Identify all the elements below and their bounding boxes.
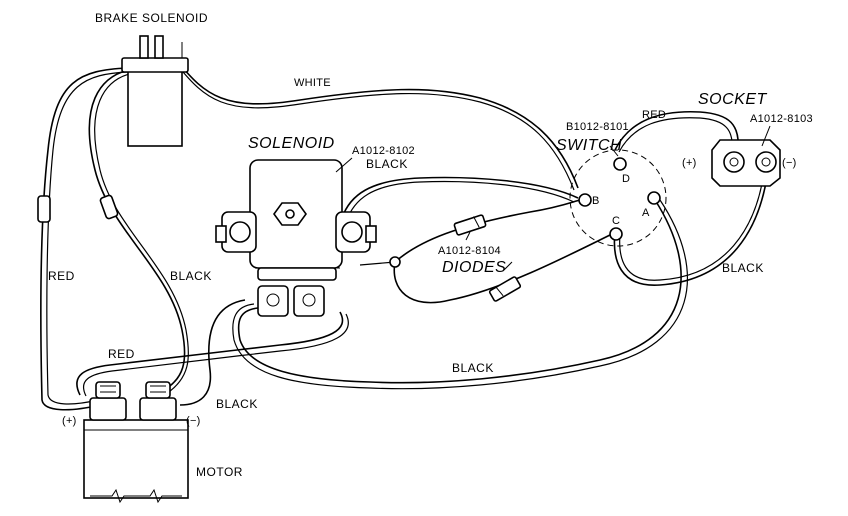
inline-fuse xyxy=(37,195,51,223)
socket-plus-label: (+) xyxy=(682,157,697,169)
black-wire-motor xyxy=(179,299,246,406)
socket-part-number: A1012-8103 xyxy=(750,113,813,125)
terminal-a: A xyxy=(642,207,650,219)
inline-connector xyxy=(99,194,119,220)
black-wire-right xyxy=(613,169,769,286)
red-mid-label: RED xyxy=(108,347,135,361)
key-switch: B D A C B1012-8101 SWITCH RED xyxy=(556,109,667,247)
brake-solenoid: BRAKE SOLENOID xyxy=(95,11,208,147)
terminal-d: D xyxy=(622,173,630,185)
black-bottom-label: BLACK xyxy=(452,361,494,375)
motor-label: MOTOR xyxy=(196,465,243,479)
terminal-c: C xyxy=(612,215,620,227)
charger-socket: SOCKET A1012-8103 (+) (−) xyxy=(682,91,813,187)
solenoid-label: SOLENOID xyxy=(248,135,335,152)
terminal-b: B xyxy=(592,195,600,207)
switch-part-number: B1012-8101 xyxy=(566,121,629,133)
white-wire xyxy=(177,61,579,189)
diode-wire-1 xyxy=(394,199,581,263)
red-wire-mid xyxy=(76,311,344,396)
motor: MOTOR (+) (−) xyxy=(62,381,243,504)
red-wire-left xyxy=(40,67,129,411)
red-left-label: RED xyxy=(48,269,75,283)
red-wire-top xyxy=(614,110,740,151)
black-motor-label: BLACK xyxy=(216,397,258,411)
main-solenoid: SOLENOID A1012-8102 BLACK WHITE xyxy=(215,77,415,317)
diodes-label: DIODES xyxy=(442,259,506,276)
brake-solenoid-label: BRAKE SOLENOID xyxy=(95,11,208,25)
wires xyxy=(37,61,769,411)
white-wire-label: WHITE xyxy=(294,77,331,89)
black-wire-top xyxy=(341,176,579,219)
socket-minus-label: (−) xyxy=(782,157,797,169)
wire-labels: RED BLACK RED BLACK BLACK BLACK xyxy=(48,261,764,411)
diodes-part-number: A1012-8104 xyxy=(438,245,501,257)
diode-wire-2 xyxy=(393,229,621,304)
motor-minus-label: (−) xyxy=(186,415,201,427)
black-wire-bottom xyxy=(237,199,682,384)
motor-plus-label: (+) xyxy=(62,415,77,427)
black-top-label: BLACK xyxy=(366,157,408,171)
black-right-label: BLACK xyxy=(722,261,764,275)
black-left-label: BLACK xyxy=(170,269,212,283)
red-top-label: RED xyxy=(642,109,666,121)
switch-label: SWITCH xyxy=(556,137,622,154)
diodes: A1012-8104 DIODES xyxy=(389,214,522,302)
solenoid-part-number: A1012-8102 xyxy=(352,145,415,157)
socket-label: SOCKET xyxy=(698,91,768,108)
